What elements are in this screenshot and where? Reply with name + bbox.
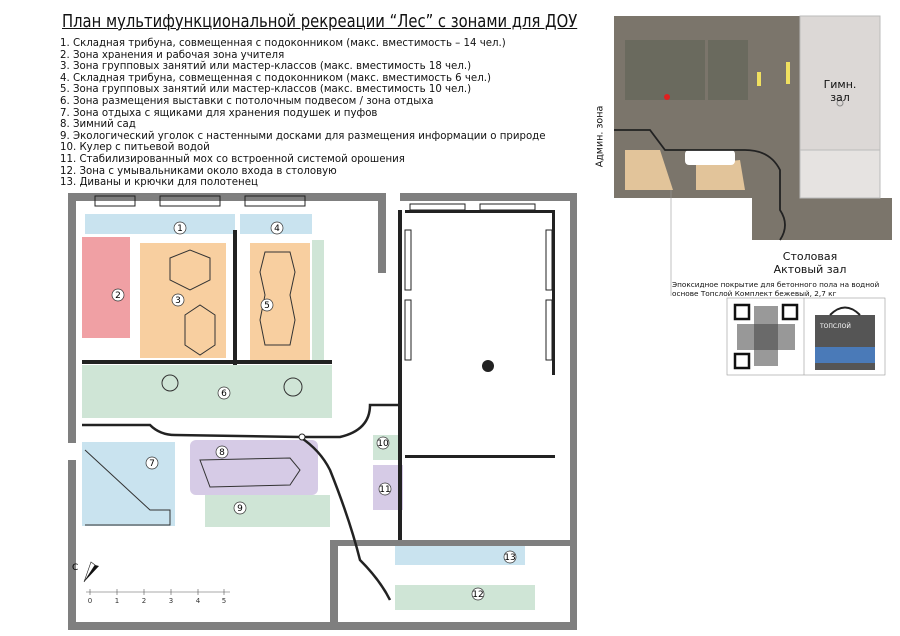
legend-item: 6. Зона размещения выставки с потолочным… bbox=[60, 95, 434, 107]
svg-text:13: 13 bbox=[504, 553, 515, 563]
legend-item: 8. Зимний сад bbox=[60, 119, 136, 131]
legend-item: 11. Стабилизированный мох со встроенной … bbox=[60, 153, 405, 165]
legend-item: 9. Экологический уголок с настенными дос… bbox=[60, 130, 546, 142]
legend-item: 5. Зона групповых занятий или мастер-кла… bbox=[60, 84, 472, 96]
svg-text:4: 4 bbox=[196, 597, 201, 605]
legend-item: 12. Зона с умывальниками около входа в с… bbox=[60, 165, 337, 177]
product-caption: Эпоксидное покрытие для бетонного пола н… bbox=[672, 280, 880, 298]
svg-text:5: 5 bbox=[222, 597, 226, 605]
zone-9-area bbox=[205, 495, 330, 527]
zone-2-area bbox=[82, 237, 130, 338]
svg-text:0: 0 bbox=[88, 597, 92, 605]
svg-text:7: 7 bbox=[149, 459, 155, 469]
svg-text:10: 10 bbox=[377, 439, 389, 449]
zone-6-area bbox=[82, 365, 332, 418]
mini-label-admin: Админ. зона bbox=[594, 105, 606, 168]
zone-fills bbox=[82, 214, 535, 610]
zone-5b-area bbox=[312, 240, 324, 360]
svg-text:ТОПСЛОЙ: ТОПСЛОЙ bbox=[819, 323, 851, 330]
svg-text:С: С bbox=[72, 563, 78, 573]
legend-item: 3. Зона групповых занятий или мастер-кла… bbox=[60, 61, 472, 73]
zone-5-area bbox=[250, 243, 310, 360]
zone-marker-6: 6 bbox=[217, 386, 231, 400]
windows bbox=[94, 195, 553, 361]
legend-item: 1. Складная трибуна, совмещенная с подок… bbox=[60, 38, 506, 49]
svg-text:9: 9 bbox=[237, 504, 243, 514]
zone-marker-7: 7 bbox=[145, 456, 159, 470]
column-icon bbox=[298, 433, 306, 441]
north-arrow: С bbox=[72, 561, 99, 583]
legend-item: 13. Диваны и крючки для полотенец bbox=[60, 177, 258, 189]
legend-item: 7. Зона отдыха с ящиками для хранения по… bbox=[60, 107, 378, 119]
legend: 1. Складная трибуна, совмещенная с подок… bbox=[60, 38, 546, 189]
svg-text:12: 12 bbox=[472, 590, 483, 600]
scale-bar: 0 1 2 3 4 5 bbox=[86, 589, 230, 605]
mini-label-gym: Гимн. зал bbox=[823, 78, 857, 104]
product-image: ТОПСЛОЙ bbox=[815, 306, 875, 370]
page-title: План мультифункциональной рекреации “Лес… bbox=[62, 12, 578, 32]
qr-code-icon[interactable] bbox=[733, 303, 799, 370]
zone-markers: 1 2 3 4 5 6 7 8 9 10 11 12 13 bbox=[111, 221, 517, 601]
svg-text:3: 3 bbox=[175, 296, 181, 306]
svg-text:5: 5 bbox=[264, 301, 270, 311]
zone-marker-9: 9 bbox=[233, 501, 247, 515]
zone-marker-13: 13 bbox=[503, 550, 517, 564]
zone-marker-2: 2 bbox=[111, 288, 125, 302]
zone-marker-5: 5 bbox=[260, 298, 274, 312]
svg-text:2: 2 bbox=[115, 291, 121, 301]
legend-item: 4. Складная трибуна, совмещенная с подок… bbox=[60, 72, 491, 84]
svg-text:6: 6 bbox=[221, 389, 227, 399]
product-card[interactable]: ТОПСЛОЙ bbox=[726, 297, 886, 376]
zone-12-area bbox=[395, 585, 535, 610]
svg-text:4: 4 bbox=[274, 224, 280, 234]
legend-item: 2. Зона хранения и рабочая зона учителя bbox=[60, 49, 285, 61]
svg-text:3: 3 bbox=[169, 597, 173, 605]
svg-text:1: 1 bbox=[115, 597, 119, 605]
legend-item: 10. Кулер с питьевой водой bbox=[60, 142, 210, 154]
svg-text:1: 1 bbox=[177, 224, 183, 234]
zone-marker-12: 12 bbox=[471, 587, 485, 601]
column-icon bbox=[482, 360, 494, 372]
zone-8-area bbox=[190, 440, 318, 495]
mini-plan bbox=[614, 15, 892, 296]
svg-text:2: 2 bbox=[142, 597, 146, 605]
zone-marker-3: 3 bbox=[171, 293, 185, 307]
zone-marker-1: 1 bbox=[173, 221, 187, 235]
svg-text:11: 11 bbox=[379, 485, 390, 495]
furniture bbox=[84, 249, 303, 526]
svg-text:8: 8 bbox=[219, 448, 225, 458]
zone-1-area bbox=[85, 214, 235, 234]
zone-marker-10: 10 bbox=[376, 436, 390, 450]
zone-marker-4: 4 bbox=[270, 221, 284, 235]
zone-marker-11: 11 bbox=[378, 482, 392, 496]
zone-7-area bbox=[82, 442, 175, 526]
walls bbox=[68, 193, 577, 630]
zone-marker-8: 8 bbox=[215, 445, 229, 459]
